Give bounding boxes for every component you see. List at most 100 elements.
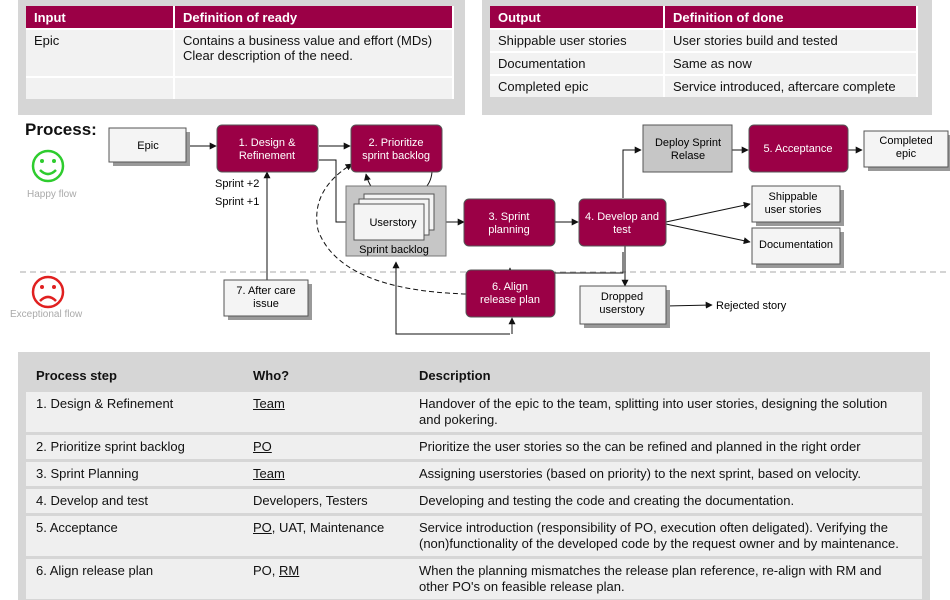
- who-cell: Team: [243, 459, 409, 488]
- output-header: Output: [490, 6, 665, 29]
- arrow-align-prioritize-dashed: [316, 163, 467, 295]
- desc-cell: Handover of the epic to the team, splitt…: [409, 389, 922, 434]
- input-empty-cell: [26, 76, 175, 99]
- desc-line: When the planning mismatches the release…: [419, 563, 882, 578]
- desc-line: other PO's on feasible release plan.: [419, 579, 625, 594]
- who-link: PO: [253, 520, 272, 535]
- acceptance-label: 5. Acceptance: [763, 143, 832, 155]
- dod-header: Definition of done: [664, 6, 918, 29]
- dod-cell: Service introduced, aftercare complete: [664, 74, 918, 97]
- output-cell: Completed epic: [490, 74, 665, 97]
- dropped-label-1: Dropped: [601, 291, 643, 303]
- output-table: Output Definition of done Shippable user…: [490, 6, 918, 97]
- shippable-label-1: Shippable: [769, 191, 818, 203]
- completed-epic-node: Completed epic: [863, 130, 950, 171]
- epic-node: Epic: [108, 127, 190, 166]
- design-label-2: Refinement: [239, 150, 295, 162]
- step-cell: 3. Sprint Planning: [26, 459, 243, 488]
- prioritize-label-1: 2. Prioritize: [368, 137, 423, 149]
- who-cell: PO: [243, 432, 409, 461]
- dor-header: Definition of ready: [174, 6, 454, 29]
- who-link: Team: [253, 466, 285, 481]
- aftercare-label-1: 7. After care: [236, 285, 295, 297]
- develop-label-2: test: [613, 224, 631, 236]
- develop-label-1: 4. Develop and: [585, 211, 659, 223]
- who-cell: PO, RM: [243, 556, 409, 599]
- process-title: Process:: [25, 120, 97, 139]
- table-row: 1. Design & Refinement Team Handover of …: [26, 389, 922, 434]
- who-link: PO: [253, 439, 272, 454]
- desc-header: Description: [409, 364, 922, 391]
- acceptance-node: [748, 124, 849, 173]
- input-header: Input: [26, 6, 175, 29]
- desc-cell: Assigning userstories (based on priority…: [409, 459, 922, 488]
- table-row: 2. Prioritize sprint backlog PO Prioriti…: [26, 432, 922, 461]
- planning-node: [463, 198, 556, 247]
- prioritize-label-2: sprint backlog: [362, 150, 430, 162]
- step-cell: 5. Acceptance: [26, 513, 243, 558]
- dropped-label-2: userstory: [599, 304, 645, 316]
- aftercare-node: 7. After care issue: [223, 279, 312, 320]
- completed-label-1: Completed: [879, 135, 932, 147]
- dor-line-2: Clear description of the need.: [183, 48, 353, 63]
- desc-line: (non)functionality of the developed code…: [419, 536, 899, 551]
- step-header: Process step: [26, 364, 243, 391]
- who-rest: PO,: [253, 563, 280, 578]
- output-cell: Shippable user stories: [490, 28, 665, 52]
- dropped-node: Dropped userstory: [579, 285, 670, 328]
- deploy-label-2: Relase: [671, 150, 705, 162]
- design-label-1: 1. Design &: [239, 137, 297, 149]
- rejected-label: Rejected story: [716, 300, 787, 312]
- arrow-develop-documentation: [665, 223, 751, 245]
- input-table: Input Definition of ready Epic Contains …: [26, 6, 454, 99]
- who-header: Who?: [243, 364, 409, 391]
- documentation-label: Documentation: [759, 239, 833, 251]
- steps-table: Process step Who? Description 1. Design …: [26, 364, 922, 599]
- who-cell: Team: [243, 389, 409, 434]
- arrow-align-backlog: [392, 261, 510, 335]
- deploy-label-1: Deploy Sprint: [655, 137, 721, 149]
- desc-cell: When the planning mismatches the release…: [409, 556, 922, 599]
- input-cell: Epic: [26, 28, 175, 77]
- desc-cell: Developing and testing the code and crea…: [409, 486, 922, 515]
- desc-cell: Prioritize the user stories so the can b…: [409, 432, 922, 461]
- shippable-node: Shippable user stories: [751, 185, 844, 226]
- sad-smiley-icon: [31, 275, 65, 309]
- who-rest: , UAT, Maintenance: [271, 520, 385, 535]
- align-label-2: release plan: [480, 294, 540, 306]
- arrow-dropped-rejected: [665, 301, 713, 309]
- who-cell: PO, UAT, Maintenance: [243, 513, 409, 558]
- sprint-plus1-label: Sprint +1: [215, 196, 259, 208]
- planning-label-2: planning: [488, 224, 530, 236]
- table-row: 6. Align release plan PO, RM When the pl…: [26, 556, 922, 599]
- sprint-plus2-label: Sprint +2: [215, 178, 259, 190]
- output-cell: Documentation: [490, 51, 665, 75]
- step-cell: 4. Develop and test: [26, 486, 243, 515]
- who-cell: Developers, Testers: [243, 486, 409, 515]
- aftercare-label-2: issue: [253, 298, 279, 310]
- documentation-node: Documentation: [751, 227, 844, 268]
- step-cell: 6. Align release plan: [26, 556, 243, 599]
- process-diagram: Happy flow Exceptional flow Epic: [10, 124, 950, 335]
- dor-cell: Contains a business value and effort (MD…: [174, 28, 454, 77]
- deploy-node: Deploy Sprint Relase: [642, 124, 733, 173]
- dod-cell: User stories build and tested: [664, 28, 918, 52]
- userstory-label: Userstory: [369, 217, 417, 229]
- step-cell: 2. Prioritize sprint backlog: [26, 432, 243, 461]
- happy-smiley-icon: [31, 149, 65, 183]
- align-node: [465, 269, 556, 318]
- desc-line: and pokering.: [419, 412, 498, 427]
- arrow-develop-deploy: [622, 146, 642, 198]
- table-row: 3. Sprint Planning Team Assigning userst…: [26, 459, 922, 488]
- sprint-backlog-node: Userstory Sprint backlog: [345, 185, 447, 257]
- dor-line-1: Contains a business value and effort (MD…: [183, 33, 433, 48]
- prioritize-node: [350, 124, 443, 173]
- desc-line: Service introduction (responsibility of …: [419, 520, 888, 535]
- dod-cell: Same as now: [664, 51, 918, 75]
- table-row: 4. Develop and test Developers, Testers …: [26, 486, 922, 515]
- design-node: [216, 124, 319, 173]
- desc-line: Handover of the epic to the team, splitt…: [419, 396, 888, 411]
- sprint-backlog-label: Sprint backlog: [359, 244, 429, 256]
- completed-label-2: epic: [896, 148, 917, 160]
- align-label-1: 6. Align: [492, 281, 528, 293]
